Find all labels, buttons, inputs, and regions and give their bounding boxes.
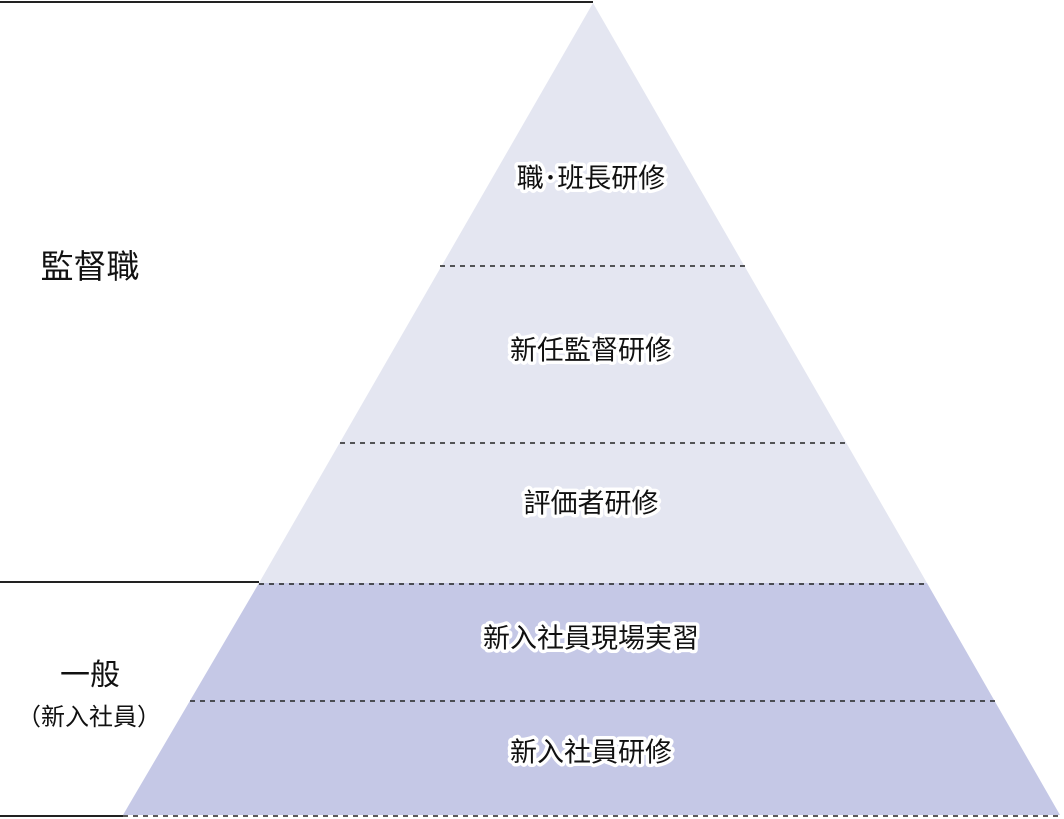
tier-label-new-employee-field-practice: 新入社員現場実習 <box>483 624 699 655</box>
general-group-sublabel: （新入社員） <box>17 703 161 731</box>
general-section-fill <box>123 583 1060 815</box>
tier-label-foreman-leader-training: 職･班長研修 <box>517 164 666 195</box>
supervisor-section-fill <box>259 3 927 583</box>
tier-label-new-supervisor-training: 新任監督研修 <box>510 336 672 367</box>
general-group-label: 一般 <box>60 658 120 693</box>
supervisor-group-label: 監督職 <box>40 247 140 286</box>
tier-label-evaluator-training: 評価者研修 <box>524 489 659 520</box>
tier-label-new-employee-training: 新入社員研修 <box>510 738 672 769</box>
